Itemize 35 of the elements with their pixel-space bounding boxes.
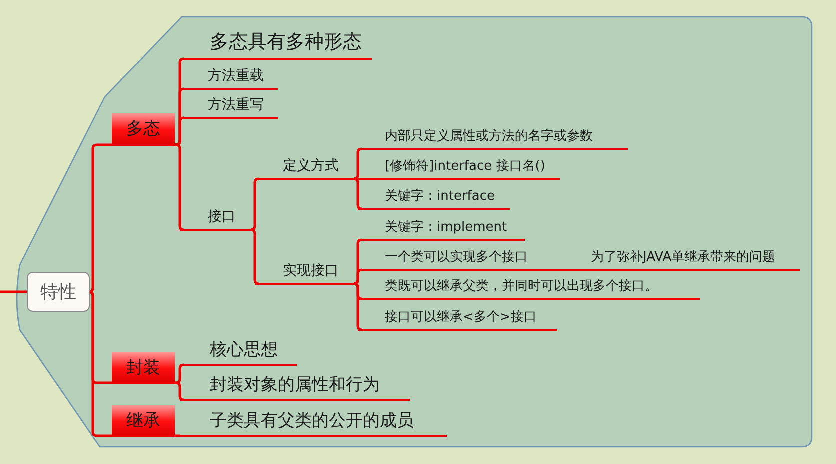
topic-box: 特性 <box>27 272 90 312</box>
branch-line <box>174 382 184 402</box>
topic-text: 一个类可以实现多个接口 <box>385 249 528 266</box>
underlined-topic: 接口可以继承<多个>接口 <box>358 302 557 331</box>
underlined-topic: 封装对象的属性和行为 <box>180 368 410 401</box>
note-text: 为了弥补JAVA单继承带来的问题 <box>591 249 776 266</box>
branch-box: 继承 <box>112 405 175 437</box>
underlined-topic: 多态具有多种形态 <box>180 28 372 60</box>
branch-line <box>174 144 184 232</box>
branch-line <box>352 178 362 210</box>
underlined-topic: 方法重载 <box>180 62 278 90</box>
underlined-topic: 方法重写 <box>180 92 278 119</box>
branch-line <box>352 148 362 180</box>
underlined-topic: 类既可以继承父类，并同时可以出现多个接口。 <box>358 272 700 300</box>
branch-box: 多态 <box>112 113 175 146</box>
branch-box: 封装 <box>112 352 175 384</box>
underlined-topic: 核心思想 <box>180 333 297 366</box>
branch-line <box>175 434 180 438</box>
branch-line <box>352 268 362 286</box>
underlined-topic: 接口 <box>180 202 252 231</box>
branch-line <box>174 364 184 384</box>
underlined-topic: 定义方式 <box>255 152 355 180</box>
branch-line <box>174 116 184 146</box>
branch-line <box>88 290 112 438</box>
branch-line <box>352 282 362 332</box>
underlined-topic: 实现接口 <box>255 257 355 285</box>
underlined-topic: 内部只定义属性或方法的名字或参数 <box>358 122 628 150</box>
underlined-topic: 子类具有父类的公开的成员 <box>180 404 447 437</box>
underlined-topic: 关键字：implement <box>358 212 525 241</box>
branch-line <box>250 178 260 232</box>
branch-line <box>0 290 27 294</box>
underlined-topic: 关键字：interface <box>358 182 510 210</box>
branch-line <box>250 228 260 286</box>
underlined-topic: [修饰符]interface 接口名() <box>358 152 560 180</box>
branch-line <box>88 144 112 294</box>
